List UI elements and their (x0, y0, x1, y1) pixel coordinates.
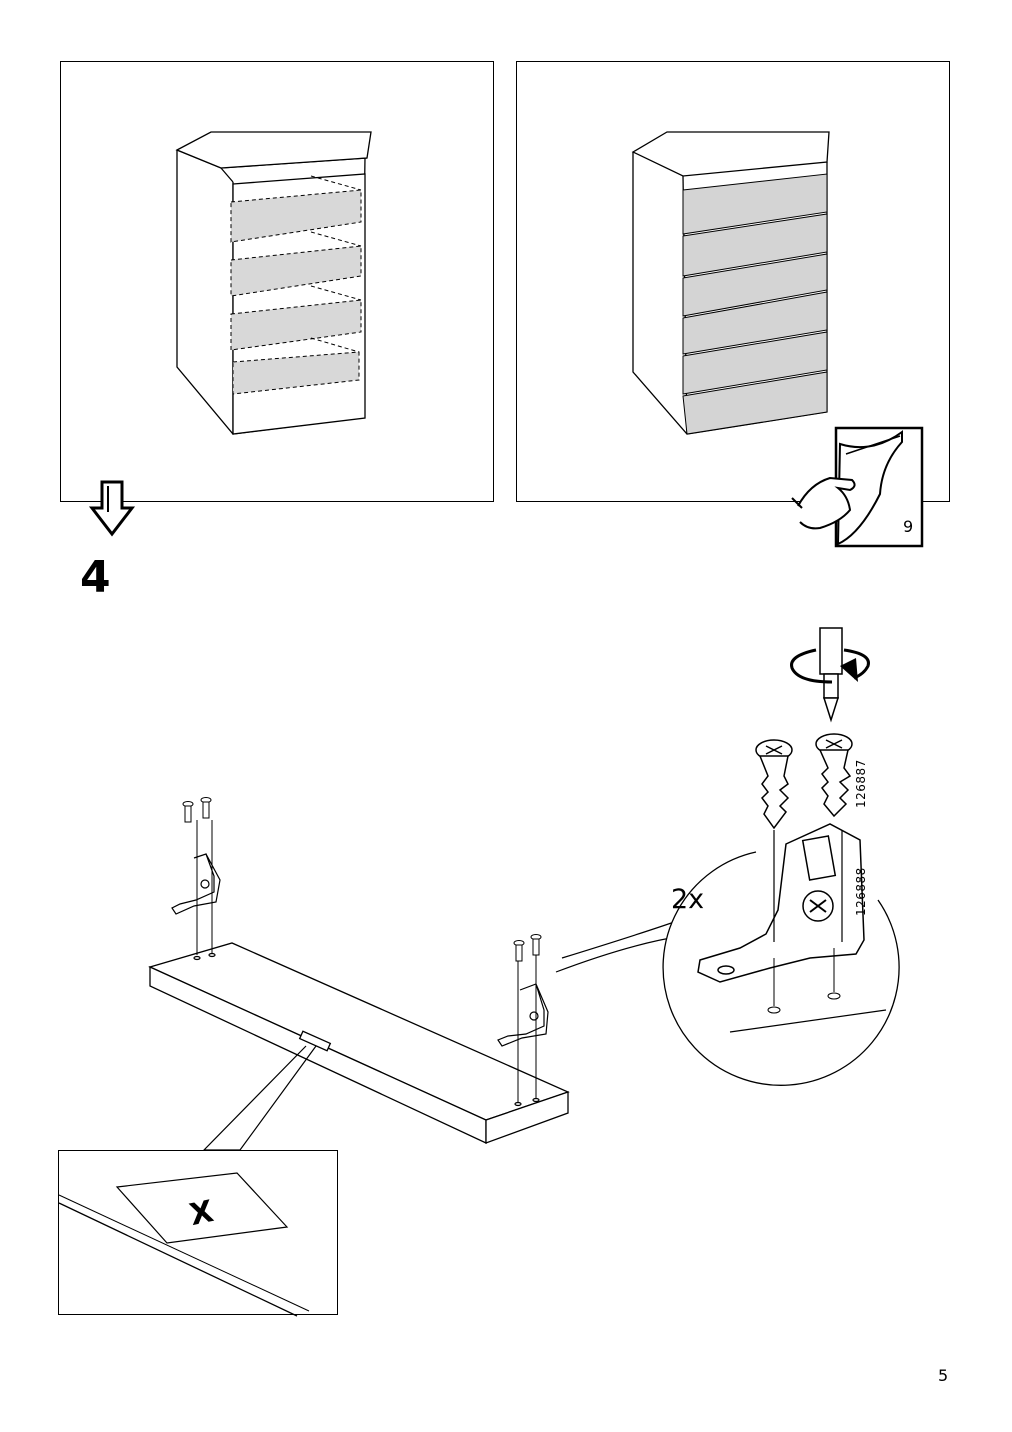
quantity-label: 2x (671, 884, 705, 915)
panel-cabinet-drawers-outline (60, 61, 494, 502)
cabinet-drawer-fronts-illustration (631, 131, 830, 435)
step-number: 4 (80, 552, 111, 603)
turn-page-icon (790, 424, 930, 550)
page-number: 5 (938, 1366, 949, 1385)
cabinet-drawers-outline-illustration (175, 131, 372, 435)
screwdriver-icon (788, 627, 878, 724)
marker-detail-panel (58, 1150, 338, 1317)
step-arrow-icon (88, 478, 138, 540)
page-reference-number: 9 (903, 517, 914, 536)
screw-part-number: 126887 (854, 759, 868, 808)
rotate-clockwise-icon (786, 644, 876, 688)
screw-icon (750, 733, 860, 832)
bracket-part-number: 126888 (854, 867, 868, 916)
bracket-detail-circle (660, 823, 900, 1086)
